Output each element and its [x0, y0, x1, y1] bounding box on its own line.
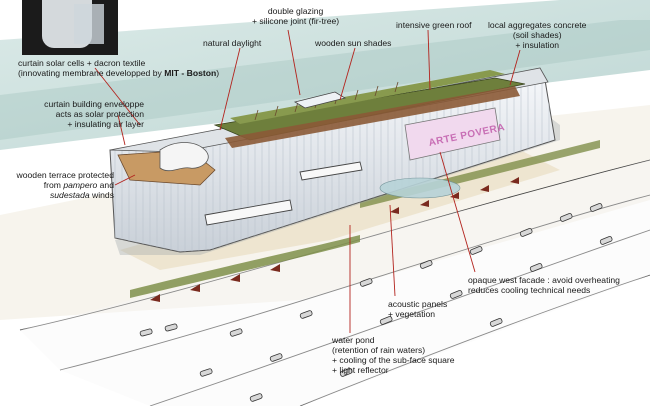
label-opaque-west-facade: opaque west facade : avoid overheating r…	[468, 275, 620, 295]
inset-photo	[22, 0, 118, 55]
label-wooden-sun-shades: wooden sun shades	[315, 38, 391, 48]
label-intensive-green-roof: intensive green roof	[396, 20, 471, 30]
label-double-glazing: double glazing + silicone joint (fir-tre…	[252, 6, 339, 26]
label-local-aggregates: local aggregates concrete (soil shades) …	[488, 20, 586, 50]
inset-photo-membrane-2	[74, 4, 104, 44]
label-curtain-solar: curtain solar cells + dacron textile (in…	[18, 58, 219, 78]
label-curtain-envelope: curtain building enveloppe acts as solar…	[40, 99, 144, 129]
terrace-sculpture	[160, 143, 208, 171]
label-water-pond: water pond (retention of rain waters) + …	[332, 335, 455, 375]
label-natural-daylight: natural daylight	[203, 38, 261, 48]
label-wooden-terrace: wooden terrace protected from pampero an…	[14, 170, 114, 200]
label-acoustic-panels: acoustic panels + vegetation	[388, 299, 447, 319]
